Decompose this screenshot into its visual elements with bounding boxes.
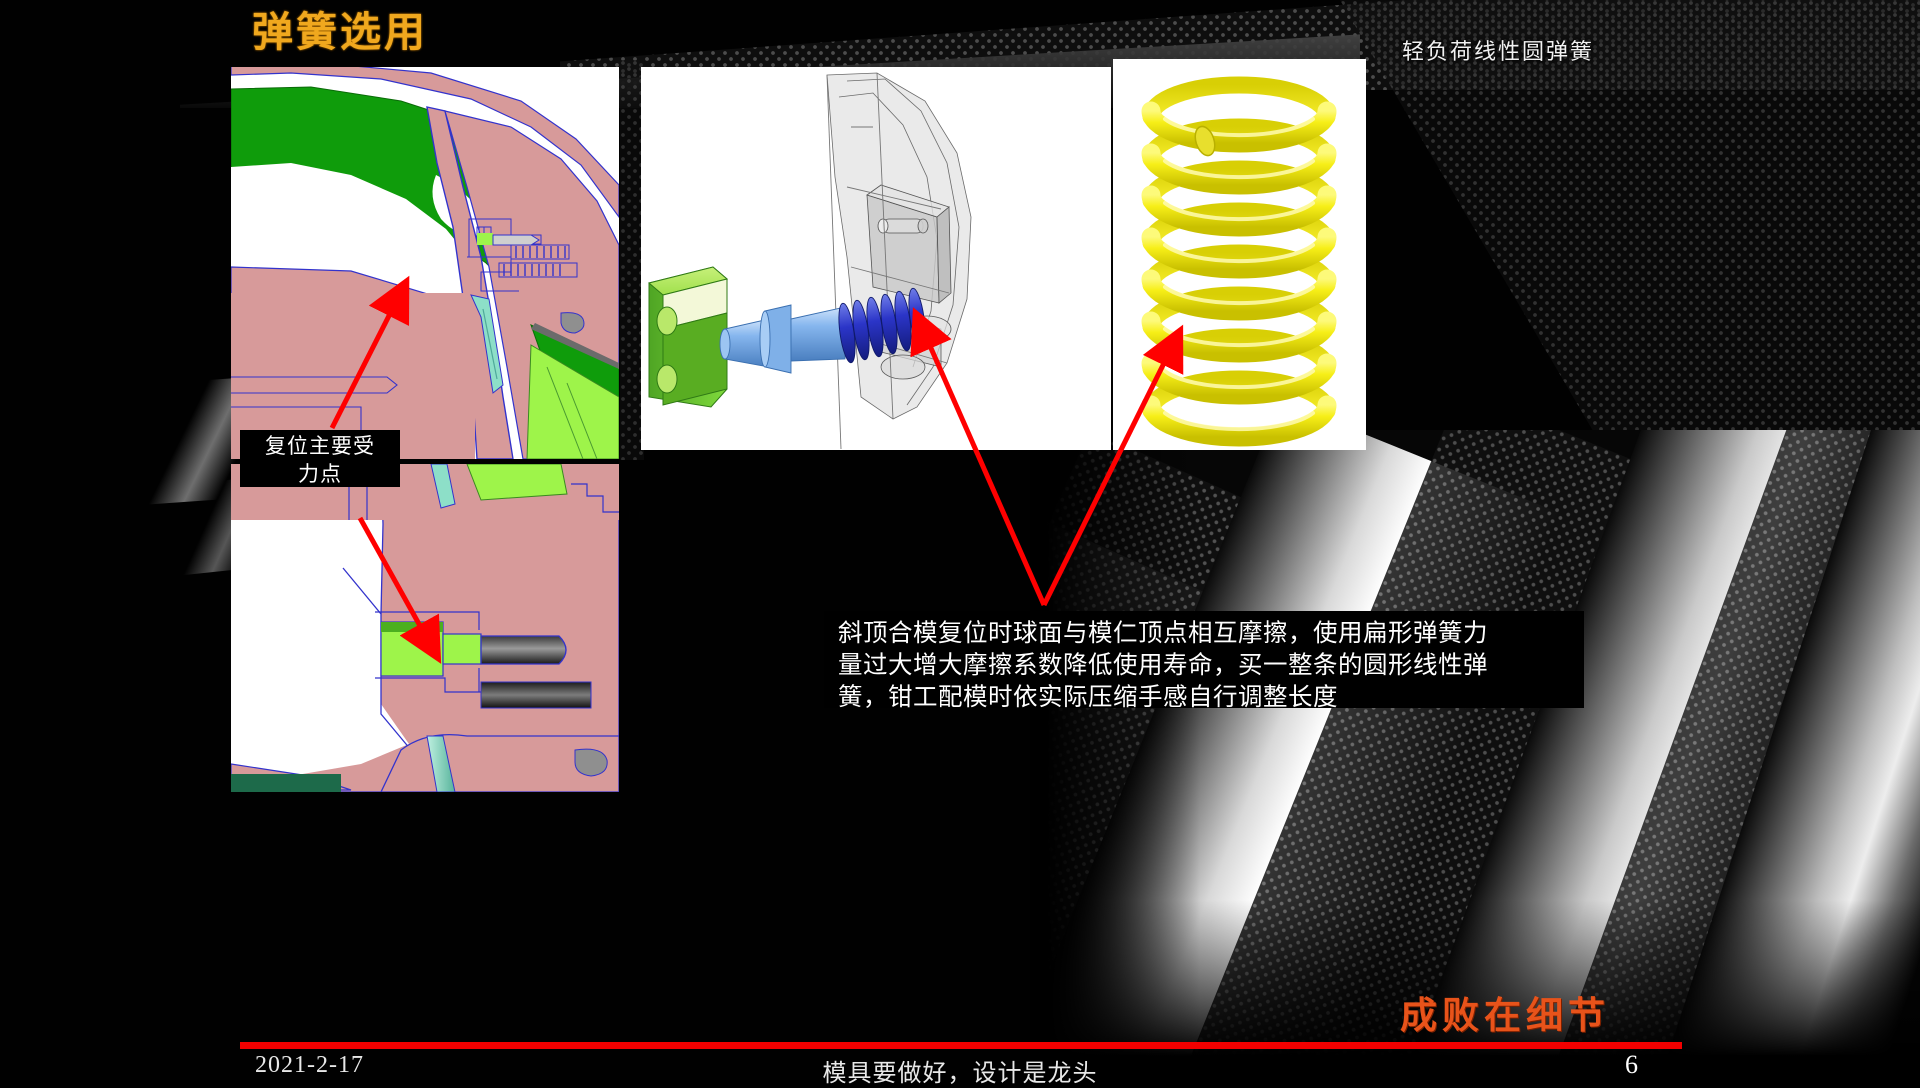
callout-note-line3: 簧，钳工配模时依实际压缩手感自行调整长度: [838, 682, 1338, 711]
spring-caption-label: 轻负荷线性圆弹簧: [1402, 40, 1595, 65]
panel-coil-spring: [1113, 59, 1366, 450]
carbon-sliver-mid: [620, 60, 644, 460]
carbon-mesh-top-right: [1340, 0, 1920, 470]
panel-lifter-assembly-3d: [641, 67, 1111, 450]
carbon-fan-right: [1030, 430, 1920, 1080]
callout-force-line2: 力点: [298, 462, 342, 486]
cad-3d-assembly-drawing: [641, 67, 1111, 450]
footer-rule: [240, 1042, 1682, 1049]
panel-mold-section-bottom: [231, 464, 619, 792]
cad-section-top-drawing: [231, 67, 619, 459]
footer-page-number: 6: [1625, 1050, 1638, 1079]
page-title: 弹簧选用: [252, 8, 428, 56]
callout-force-point: 复位主要受 力点: [240, 430, 400, 487]
footer-date: 2021-2-17: [255, 1052, 364, 1078]
slide-slogan: 成败在细节: [1400, 993, 1610, 1037]
callout-design-note: 斜顶合模复位时球面与模仁顶点相互摩擦，使用扁形弹簧力 量过大增大摩擦系数降低使用…: [824, 611, 1584, 711]
panel-mold-section-top: [231, 67, 619, 459]
coil-spring-drawing: [1113, 59, 1366, 450]
callout-note-line1: 斜顶合模复位时球面与模仁顶点相互摩擦，使用扁形弹簧力: [838, 618, 1488, 647]
callout-force-line1: 复位主要受: [265, 434, 375, 458]
cad-section-bottom-drawing: [231, 464, 619, 792]
callout-note-line2: 量过大增大摩擦系数降低使用寿命，买一整条的圆形线性弹: [838, 650, 1488, 679]
